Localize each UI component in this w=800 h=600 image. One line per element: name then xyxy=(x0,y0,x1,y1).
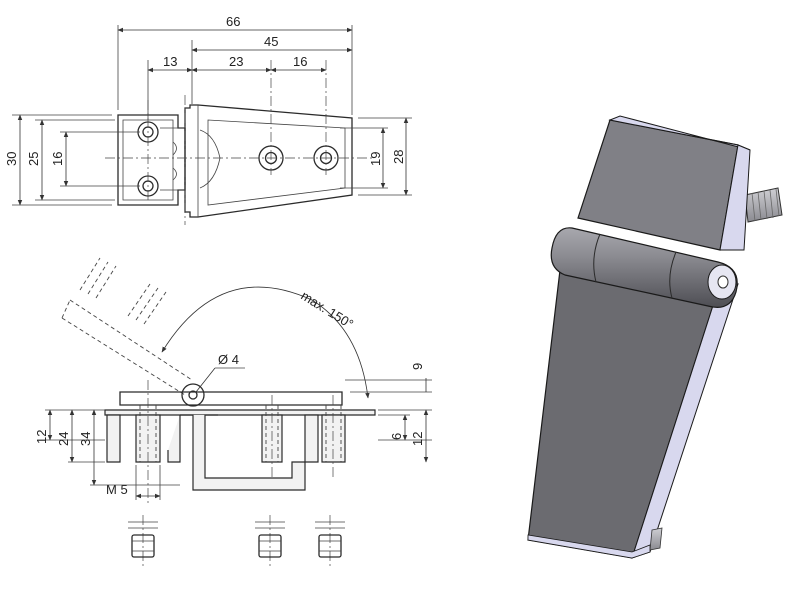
iso-threaded-stud xyxy=(744,187,783,223)
dim-text-16h: 16 xyxy=(293,54,307,69)
top-view-knuckle-curves xyxy=(172,141,177,181)
dim-line-m5-extensions xyxy=(135,465,161,500)
side-view-pin xyxy=(181,383,205,407)
iso-lower-leaf-bottom xyxy=(527,534,651,559)
section-thread-hidden-lines xyxy=(139,405,342,462)
section-centerlines xyxy=(147,380,334,505)
nut-3 xyxy=(315,515,345,568)
side-view-flange xyxy=(104,409,376,416)
dim-text-16v: 16 xyxy=(50,152,65,166)
top-view: 66 45 13 23 16 30 25 16 19 28 xyxy=(4,14,412,225)
side-view: max. 150° Ø 4 M 5 12 24 xyxy=(34,257,432,505)
section-center-tab xyxy=(167,415,181,463)
dim-text-6: 6 xyxy=(389,433,404,440)
dim-text-30: 30 xyxy=(4,152,19,166)
top-view-extension-lines-horizontal xyxy=(117,25,353,120)
iso-view-hinge xyxy=(527,115,783,559)
side-view-phantom-leaf xyxy=(61,257,193,396)
dim-text-12-right: 12 xyxy=(410,432,425,446)
top-view-extension-lines-vertical xyxy=(12,114,412,206)
top-view-right-rib xyxy=(199,129,221,189)
top-view-right-leaf-inner xyxy=(207,119,346,206)
dim-text-13: 13 xyxy=(163,54,177,69)
dim-text-28: 28 xyxy=(391,150,406,164)
iso-upper-leaf-side xyxy=(719,144,751,251)
dim-text-9: 9 xyxy=(410,363,425,370)
angle-label: max. 150° xyxy=(298,288,356,332)
dim-text-19: 19 xyxy=(368,152,383,166)
section-boss-2 xyxy=(321,414,346,463)
iso-upper-leaf-face xyxy=(577,119,739,251)
pin-diameter-leader xyxy=(195,367,216,393)
nut-2 xyxy=(255,515,285,568)
dim-text-12-left: 12 xyxy=(34,430,49,444)
dim-text-34: 34 xyxy=(78,432,93,446)
nuts xyxy=(128,515,345,568)
side-view-top-plate xyxy=(119,391,343,406)
side-view-left-extension-lines xyxy=(45,409,180,486)
dim-text-24: 24 xyxy=(56,432,71,446)
top-view-knuckle-lines xyxy=(160,127,185,191)
angle-arc xyxy=(161,286,370,399)
top-view-right-leaf xyxy=(184,104,353,218)
dim-text-23: 23 xyxy=(229,54,243,69)
side-view-right-extension-lines xyxy=(345,379,432,441)
top-view-left-leaf-inner xyxy=(122,119,174,201)
section-right-wall xyxy=(304,414,319,463)
dim-text-25: 25 xyxy=(26,152,41,166)
thread-label: M 5 xyxy=(106,482,128,497)
nut-1 xyxy=(128,515,158,568)
dim-text-66: 66 xyxy=(226,14,240,29)
iso-knuckle xyxy=(550,227,738,308)
iso-lower-stud xyxy=(649,527,663,551)
section-channel xyxy=(180,414,306,491)
dim-text-45: 45 xyxy=(264,34,278,49)
section-left-wall xyxy=(106,414,121,463)
pin-diameter-label: Ø 4 xyxy=(218,352,239,367)
